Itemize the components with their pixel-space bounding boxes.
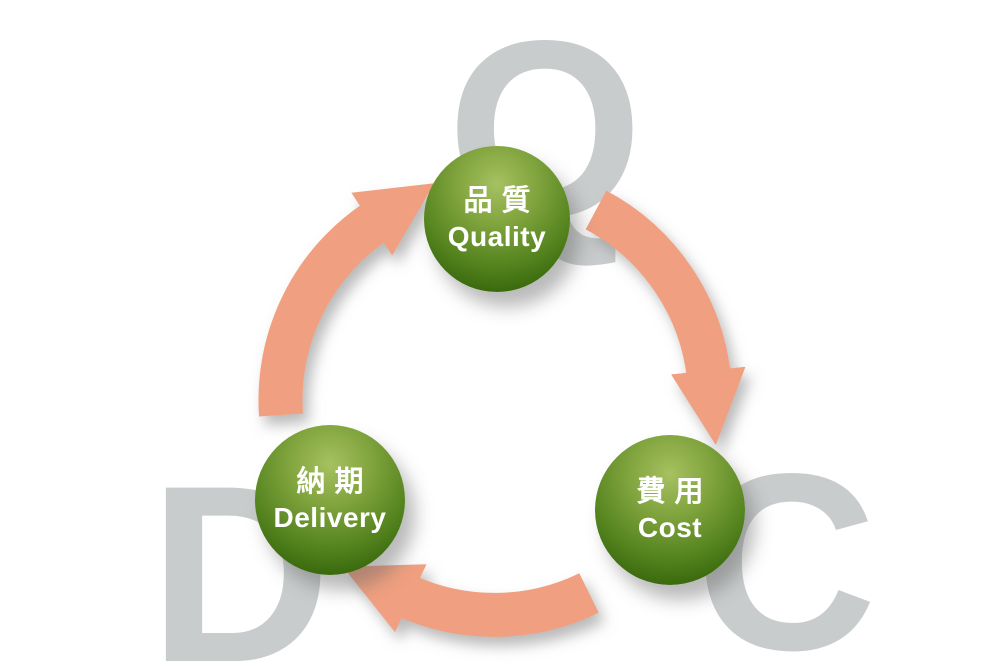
arrow-delivery-to-quality bbox=[258, 183, 435, 417]
node-delivery-label-en: Delivery bbox=[273, 501, 387, 533]
node-quality-label-en: Quality bbox=[447, 220, 547, 252]
node-quality-label-ja: 品質 bbox=[463, 185, 540, 218]
node-cost-label-ja: 費用 bbox=[636, 476, 713, 509]
arrow-quality-to-cost bbox=[585, 190, 746, 445]
arrow-cost-to-delivery bbox=[342, 564, 599, 637]
node-delivery: 納期 Delivery bbox=[255, 425, 405, 575]
node-cost: 費用 Cost bbox=[595, 435, 745, 585]
node-quality: 品質 Quality bbox=[424, 146, 570, 292]
node-delivery-label-ja: 納期 bbox=[296, 466, 373, 499]
node-cost-label-en: Cost bbox=[637, 511, 703, 543]
